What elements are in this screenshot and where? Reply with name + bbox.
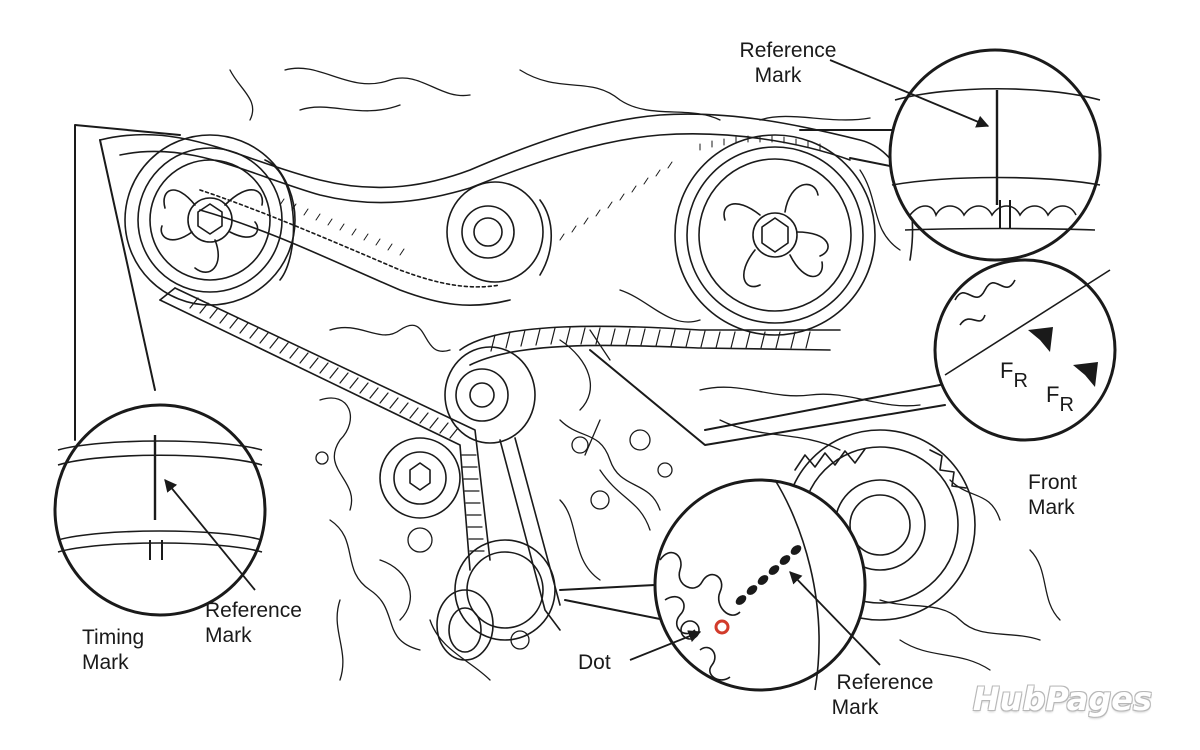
front-arrow-icon — [1028, 327, 1053, 352]
label-reference-mark-top: Reference Mark — [739, 39, 837, 87]
label-front-mark: Front Mark — [1028, 471, 1078, 519]
front-symbol-2: FR — [1046, 382, 1074, 416]
reference-dots — [735, 545, 802, 605]
crankshaft-sprocket — [436, 539, 556, 661]
timing-belt-exposed-right — [459, 325, 841, 631]
hubpages-watermark: HubPages — [972, 680, 1152, 718]
arrow-reference-left — [164, 479, 256, 591]
label-timing-mark: Timing Mark — [82, 626, 145, 674]
arrow-dot — [629, 630, 702, 661]
detail-circle-reference-top — [888, 48, 1102, 262]
arrow-reference-bottom — [789, 571, 881, 666]
timing-belt-exposed-left — [159, 287, 491, 571]
arrow-reference-top — [829, 59, 990, 128]
label-reference-mark-left: Reference Mark — [205, 599, 302, 647]
callout-leader-front — [589, 349, 946, 446]
front-arrow-icon-2 — [1073, 362, 1098, 387]
camshaft-sprocket-left — [124, 134, 296, 306]
belt-teeth-top — [279, 135, 821, 256]
detail-circle-front-mark — [933, 258, 1117, 442]
callout-leader-dot — [559, 584, 666, 621]
timing-dot — [714, 619, 730, 635]
detail-circle-timing-mark — [53, 403, 267, 617]
idler-pulley-lower — [379, 437, 461, 519]
camshaft-sprocket-right — [674, 134, 876, 336]
callout-leader-timing — [74, 124, 181, 441]
engine-outline — [229, 67, 1061, 681]
timing-belt-upper — [99, 113, 914, 306]
label-dot: Dot — [578, 651, 611, 674]
detail-circle-dot — [653, 478, 867, 692]
idler-pulley-top — [446, 181, 553, 283]
front-symbol-1: FR — [1000, 358, 1028, 392]
tensioner-pulley — [444, 346, 536, 444]
label-reference-mark-bottom: Reference Mark — [831, 671, 934, 719]
